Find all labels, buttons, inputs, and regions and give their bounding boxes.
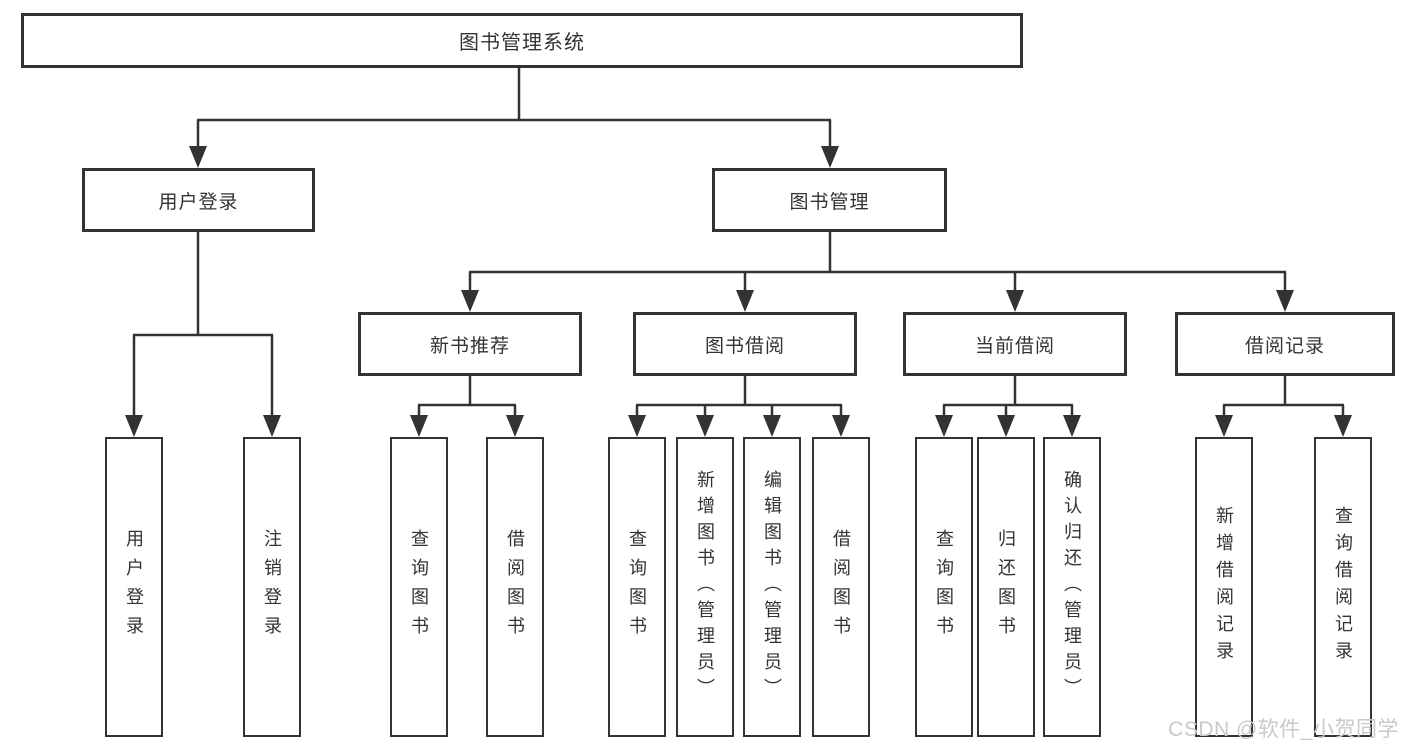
leaf-borrow-books: 借阅图书 — [812, 437, 870, 737]
leaf-edit-books-admin: 编辑图书（管理员） — [743, 437, 801, 737]
csdn-watermark: CSDN @软件_小贺同学 — [1168, 718, 1399, 741]
leaf-add-books-admin: 新增图书（管理员） — [676, 437, 734, 737]
leaf-return-books: 归还图书 — [977, 437, 1035, 737]
leaf-query-books: 查询图书 — [915, 437, 973, 737]
leaf-logout: 注销登录 — [243, 437, 301, 737]
node-library-management-system: 图书管理系统 — [21, 13, 1023, 68]
leaf-query-borrow-record: 查询借阅记录 — [1314, 437, 1372, 737]
node-book-management: 图书管理 — [712, 168, 947, 232]
leaf-user-login: 用户登录 — [105, 437, 163, 737]
node-user-login: 用户登录 — [82, 168, 315, 232]
node-book-borrowing: 图书借阅 — [633, 312, 857, 376]
leaf-query-books: 查询图书 — [608, 437, 666, 737]
leaf-confirm-return-admin: 确认归还（管理员） — [1043, 437, 1101, 737]
node-new-book-recommendation: 新书推荐 — [358, 312, 582, 376]
node-current-borrowing: 当前借阅 — [903, 312, 1127, 376]
arrowheads — [125, 146, 1352, 437]
leaf-borrow-books: 借阅图书 — [486, 437, 544, 737]
node-borrowing-records: 借阅记录 — [1175, 312, 1395, 376]
leaf-query-books: 查询图书 — [390, 437, 448, 737]
leaf-add-borrow-record: 新增借阅记录 — [1195, 437, 1253, 737]
